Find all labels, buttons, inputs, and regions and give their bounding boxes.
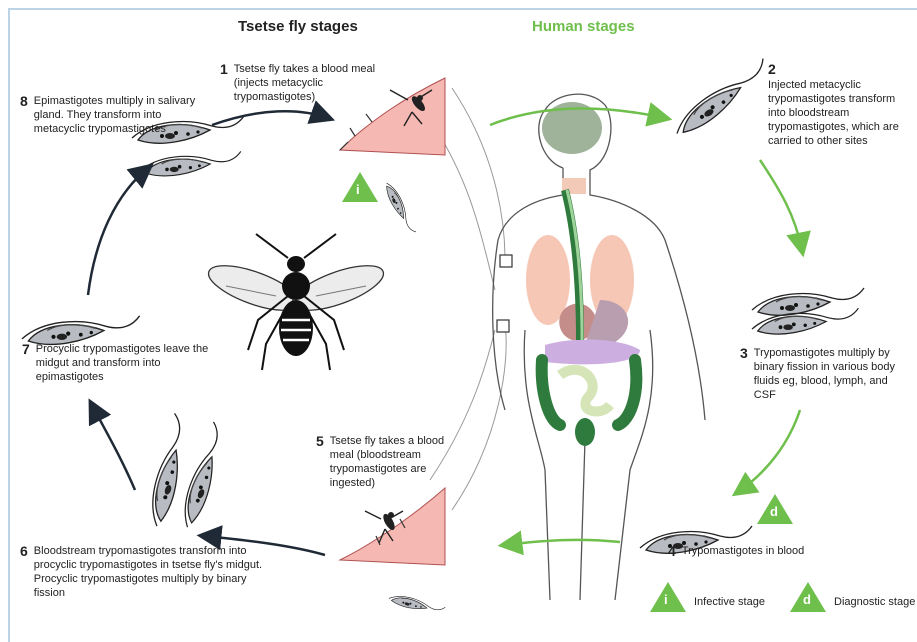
step-5-number: 5: [316, 433, 324, 449]
step-8-number: 8: [20, 93, 28, 109]
step-4-number: 4: [668, 543, 676, 559]
fly-stages-heading: Tsetse fly stages: [238, 18, 358, 35]
step-8-text: Epimastigotes multiply in salivary gland…: [34, 94, 204, 136]
step-3: 3 Trypomastigotes multiply by binary fiss…: [740, 346, 909, 402]
step-4: 4 Trypomastigotes in blood: [668, 544, 842, 558]
legend-infective-icon: [650, 582, 686, 612]
infective-badge-icon: [342, 172, 378, 202]
step-6: 6 Bloodstream trypomastigotes transform i…: [20, 544, 264, 600]
human-stages-heading: Human stages: [532, 18, 635, 35]
step-5-text: Tsetse fly takes a blood meal (bloodstre…: [330, 434, 445, 490]
step-7: 7 Procyclic trypomastigotes leave the mid…: [22, 342, 221, 384]
step-1-text: Tsetse fly takes a blood meal (injects m…: [234, 62, 399, 104]
step-1-number: 1: [220, 61, 228, 77]
metacyclic-parasite-1: [384, 179, 416, 236]
step-6-text: Bloodstream trypomastigotes transform in…: [34, 544, 264, 600]
ingested-parasite-5: [388, 588, 445, 620]
infective-badge-letter: i: [356, 182, 360, 197]
step-3-text: Trypomastigotes multiply by binary fissi…: [754, 346, 909, 402]
diagnostic-badge-letter: d: [770, 504, 778, 519]
legend-infective-letter: i: [664, 592, 668, 607]
step-6-number: 6: [20, 543, 28, 559]
tsetse-fly-icon: [203, 234, 388, 370]
step-4-text: Trypomastigotes in blood: [682, 544, 842, 558]
step-7-number: 7: [22, 341, 30, 357]
step-2-number: 2: [768, 62, 897, 76]
epimastigote-parasite-7: [22, 316, 140, 345]
trypomastigote-parasite-2: [666, 59, 777, 139]
trypomastigote-parasite-3: [752, 288, 864, 315]
legend-diagnostic-label: Diagnostic stage: [834, 596, 915, 608]
step-3-number: 3: [740, 345, 748, 361]
step-1: 1 Tsetse fly takes a blood meal (injects …: [220, 62, 399, 104]
step-5: 5 Tsetse fly takes a blood meal (bloodstr…: [316, 434, 445, 490]
legend-infective-label: Infective stage: [694, 596, 765, 608]
step-8: 8 Epimastigotes multiply in salivary glan…: [20, 94, 204, 136]
human-body-figure: [493, 94, 705, 600]
step-2-text: Injected metacyclic trypomastigotes tran…: [768, 78, 903, 148]
step-7-text: Procyclic trypomastigotes leave the midg…: [36, 342, 221, 384]
legend-diagnostic-letter: d: [803, 592, 811, 607]
